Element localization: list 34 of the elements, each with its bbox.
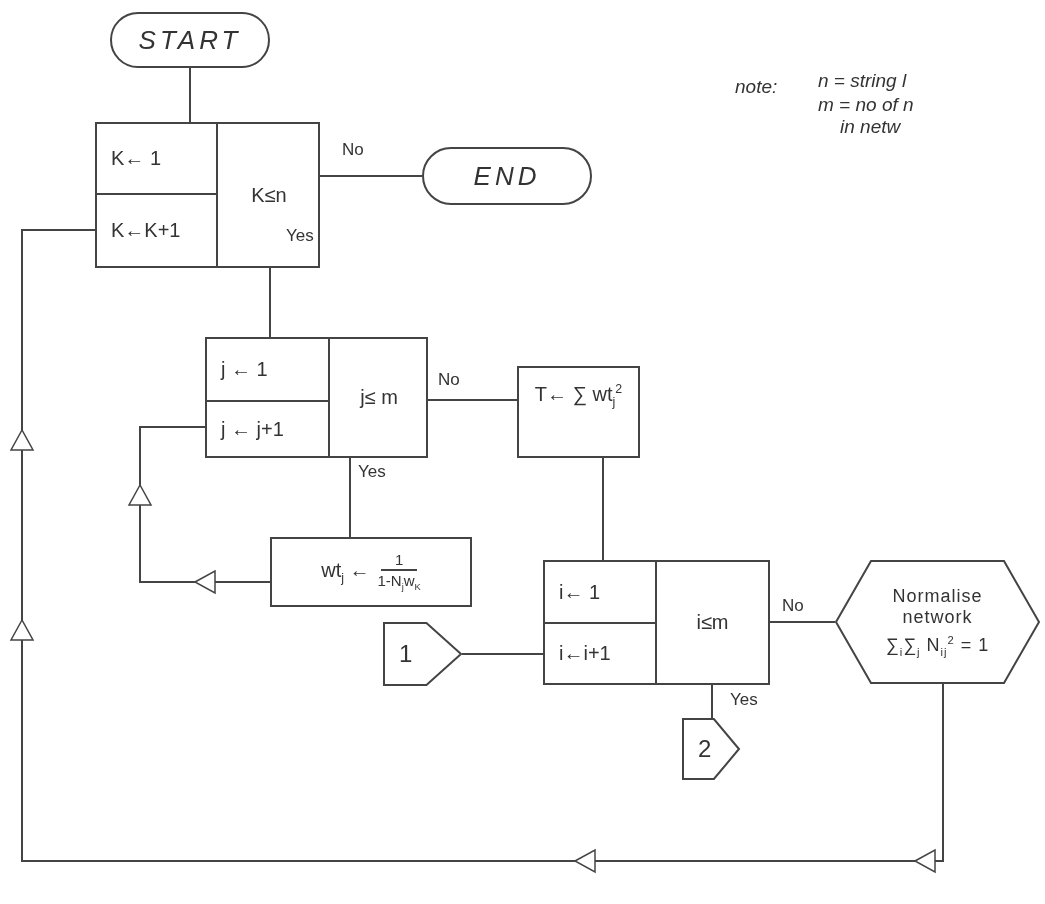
node-text: ∑$_{i}$∑$_{j}$ N$_{ij}$$^{2}$ = 1	[885, 634, 990, 658]
node-text: 1	[381, 550, 418, 571]
node-text: K≤n	[251, 183, 287, 207]
connector-symbol	[383, 622, 462, 686]
loop-box	[543, 560, 770, 685]
node-text: END	[473, 160, 541, 192]
note-text: in netw	[840, 116, 901, 138]
node-text: j≤ m	[360, 386, 398, 409]
node-text: Normalise network	[891, 586, 984, 629]
node-text: wt$_{j}$ ←	[321, 559, 370, 585]
process-box	[207, 339, 330, 402]
connector-symbol	[682, 718, 740, 780]
process-box	[270, 537, 472, 607]
hexagon-box	[835, 560, 1040, 684]
node-text: 2	[698, 735, 712, 763]
node-text: j ← 1	[221, 358, 268, 381]
note-text: note:	[735, 76, 778, 98]
node-text: START	[138, 24, 242, 56]
node-text: 1	[399, 640, 413, 668]
terminal-box	[422, 147, 592, 205]
process-box	[97, 124, 218, 195]
terminal-box	[110, 12, 270, 68]
node-text: i←i+1	[559, 642, 611, 665]
node-text: K←K+1	[111, 219, 181, 242]
loop-box	[205, 337, 428, 458]
node-text: j ← j+1	[221, 417, 284, 441]
note-text: n = string l	[818, 70, 907, 92]
node-text: i← 1	[559, 580, 601, 604]
process-box	[517, 366, 640, 458]
node-text: 1-N$_{j}$w$_{K}$	[377, 570, 421, 594]
node-text: K← 1	[111, 147, 162, 170]
process-box	[545, 562, 657, 624]
node-text: i≤m	[696, 611, 729, 634]
note-text: m = no of n	[818, 94, 914, 116]
